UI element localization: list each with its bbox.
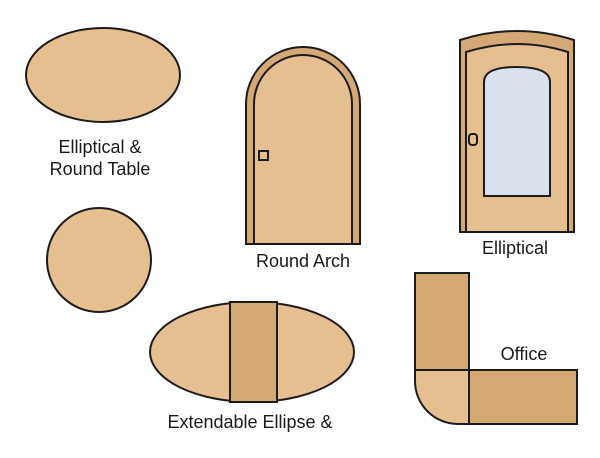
office-label: Office	[500, 344, 548, 364]
elliptical-door-glass	[483, 65, 551, 197]
round-arch-door	[245, 46, 361, 245]
elliptical-label: Elliptical	[481, 238, 549, 258]
elliptical-round-table-label: Elliptical & Round Table	[30, 136, 170, 180]
office-l-desk	[414, 272, 578, 425]
round-arch-door-knob	[258, 150, 269, 161]
elliptical-round-table-label-line2: Round Table	[49, 159, 151, 179]
office-desk-horizontal-arm	[468, 369, 578, 425]
round-table-shape	[46, 207, 152, 313]
elliptical-door-knob	[468, 133, 478, 146]
round-arch-label: Round Arch	[255, 251, 351, 271]
extendable-ellipse-table-leaf	[229, 301, 278, 403]
round-arch-door-panel	[253, 54, 353, 245]
elliptical-door	[459, 30, 575, 233]
office-desk-vertical-arm	[414, 272, 470, 371]
extendable-ellipse-label: Extendable Ellipse &	[167, 412, 333, 432]
elliptical-table-shape	[25, 27, 181, 123]
elliptical-round-table-label-line1: Elliptical &	[58, 137, 142, 157]
extendable-ellipse-table	[149, 301, 355, 403]
office-desk-corner	[414, 369, 470, 425]
